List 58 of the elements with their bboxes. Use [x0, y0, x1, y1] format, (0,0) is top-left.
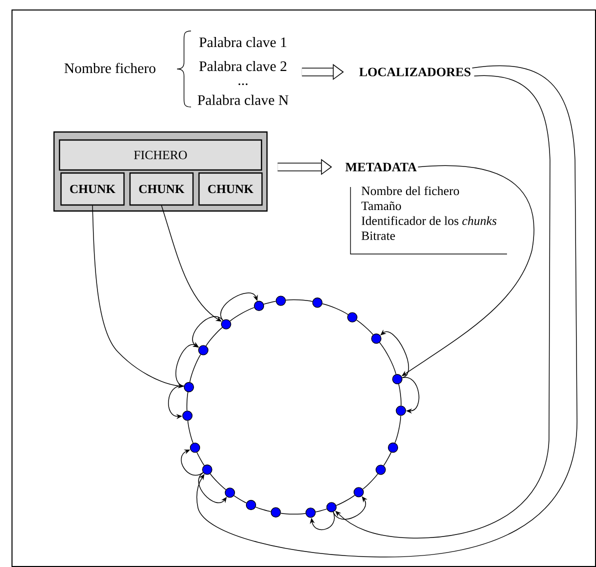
- ring-segment: [322, 303, 348, 315]
- peer-dot: [224, 488, 235, 498]
- ring-segment: [230, 307, 255, 322]
- peer-dot: [388, 442, 398, 453]
- ring-segment: [379, 342, 396, 375]
- hop-arrow: [310, 512, 335, 530]
- chunk-box: CHUNK: [60, 172, 125, 206]
- peer-dot: [371, 334, 382, 344]
- ring-segment: [315, 508, 328, 512]
- ring-segment: [189, 354, 201, 382]
- ring-segment: [394, 415, 402, 444]
- ring-segment: [255, 506, 272, 512]
- peer-dot: [182, 410, 192, 421]
- peer-dot: [202, 464, 212, 475]
- ring-segment: [263, 301, 276, 305]
- peer-dot: [270, 507, 281, 518]
- metadata-list: Nombre del fichero Tamaño Identificador de los chunks Bitrate: [361, 186, 496, 240]
- ring-segment: [398, 384, 402, 406]
- hop-arrow: [176, 342, 199, 387]
- label-text: Nombre fichero: [64, 62, 156, 74]
- hop-arrow: [402, 377, 420, 414]
- peer-dot: [246, 500, 256, 510]
- arrow: [196, 65, 578, 558]
- peer-dot: [376, 464, 386, 475]
- ring-segment: [234, 495, 247, 504]
- peer-dot: [306, 508, 316, 518]
- ring-segment: [286, 299, 313, 302]
- peer-dot: [392, 374, 402, 384]
- hop-arrow: [198, 472, 227, 504]
- peer-dot: [198, 345, 208, 356]
- ring-segment: [186, 392, 188, 411]
- chunk-box: CHUNK: [129, 172, 194, 206]
- ring-segment: [206, 327, 223, 346]
- heading-text: LOCALIZADORES: [359, 68, 470, 76]
- peer-dot: [347, 312, 358, 322]
- ring-segment: [383, 452, 392, 466]
- peer-dot: [276, 296, 286, 306]
- hop-arrow: [180, 450, 204, 476]
- ring-segment: [187, 420, 194, 444]
- peer-dot: [184, 382, 194, 392]
- keyword-list: Palabra clave 1 Palabra clave 2 ... Palabra clave N: [198, 37, 288, 105]
- hop-arrow: [220, 292, 258, 321]
- peer-dot: [254, 300, 264, 311]
- ring-segment: [362, 474, 378, 490]
- chunk-box: CHUNK: [198, 172, 263, 206]
- peer-dot: [354, 487, 364, 498]
- ring-segment: [336, 494, 356, 506]
- ring-segment: [280, 512, 306, 515]
- peer-dot: [190, 442, 200, 453]
- arrow: [402, 165, 534, 376]
- heading-text: METADATA: [345, 162, 417, 172]
- ring-segment: [210, 473, 226, 490]
- ring-segment: [196, 452, 205, 466]
- peer-dot: [312, 298, 322, 308]
- peer-dot: [396, 406, 406, 416]
- peer-dot: [326, 502, 337, 512]
- peer-dot: [221, 319, 232, 330]
- ring-segment: [356, 320, 374, 336]
